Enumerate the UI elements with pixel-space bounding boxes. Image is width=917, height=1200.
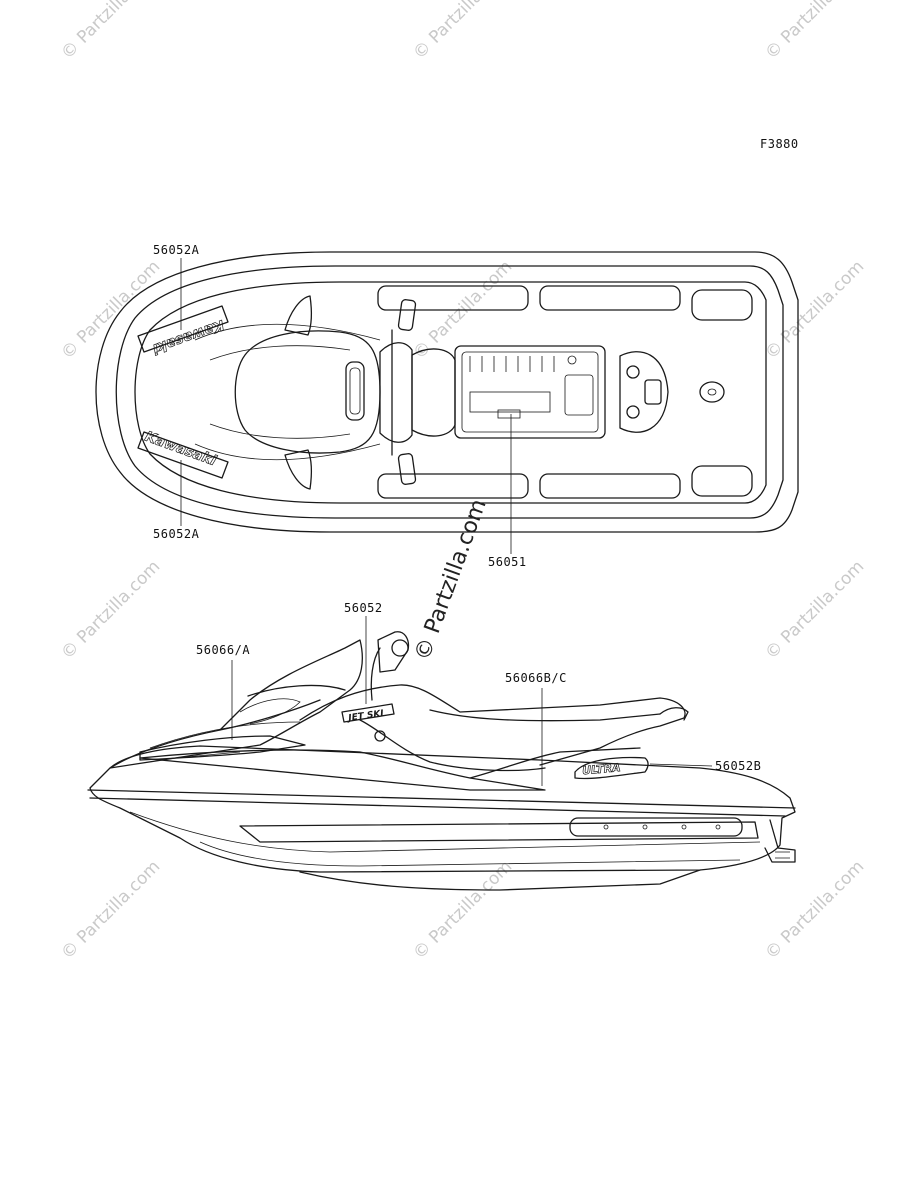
decal-text: Kawasaki — [150, 316, 226, 357]
kawasaki-decal-upper: Kawasaki — [137, 305, 229, 357]
figure-number: F3880 — [760, 137, 799, 151]
watermark: © Partzilla.com — [57, 257, 164, 364]
watermark: © Partzilla.com — [761, 557, 868, 664]
callout-56052: 56052 — [344, 601, 383, 704]
callout-label: 56052 — [344, 601, 383, 615]
callout-label: 56066/A — [196, 643, 250, 657]
callout-label: 56066B/C — [505, 671, 567, 685]
top-view-craft: Kawasaki Kawasaki — [95, 251, 799, 533]
callout-label: 56052B — [715, 759, 761, 773]
watermark: © Partzilla.com — [57, 857, 164, 964]
watermark: © Partzilla.com — [57, 557, 164, 664]
callout-label: 56051 — [488, 555, 527, 569]
watermark: © Partzilla.com — [761, 257, 868, 364]
callout-56052A-upper: 56052A — [153, 243, 200, 330]
callout-56066A: 56066/A — [196, 643, 250, 740]
callout-56052A-lower: 56052A — [153, 460, 200, 541]
side-view-craft: JET SKI ULTRA — [87, 631, 796, 891]
callout-label: 56052A — [153, 243, 200, 257]
watermark: © Partzilla.com — [409, 0, 516, 64]
decal-text: ULTRA — [582, 761, 622, 777]
jetski-decal: JET SKI — [341, 703, 395, 724]
watermark: © Partzilla.com — [409, 857, 516, 964]
watermark: © Partzilla.com — [761, 857, 868, 964]
kawasaki-decal-lower: Kawasaki — [137, 428, 229, 479]
callout-56051: 56051 — [488, 414, 527, 569]
watermark-layer: © Partzilla.com © Partzilla.com © Partzi… — [57, 0, 868, 964]
callout-label: 56052A — [153, 527, 200, 541]
watermark: © Partzilla.com — [57, 0, 164, 64]
watermark-center: © Partzilla.com — [410, 496, 492, 664]
watermark: © Partzilla.com — [761, 0, 868, 64]
callout-56066BC: 56066B/C — [505, 671, 567, 786]
callout-56052B: 56052B — [649, 759, 761, 773]
ultra-decal: ULTRA — [574, 756, 649, 780]
